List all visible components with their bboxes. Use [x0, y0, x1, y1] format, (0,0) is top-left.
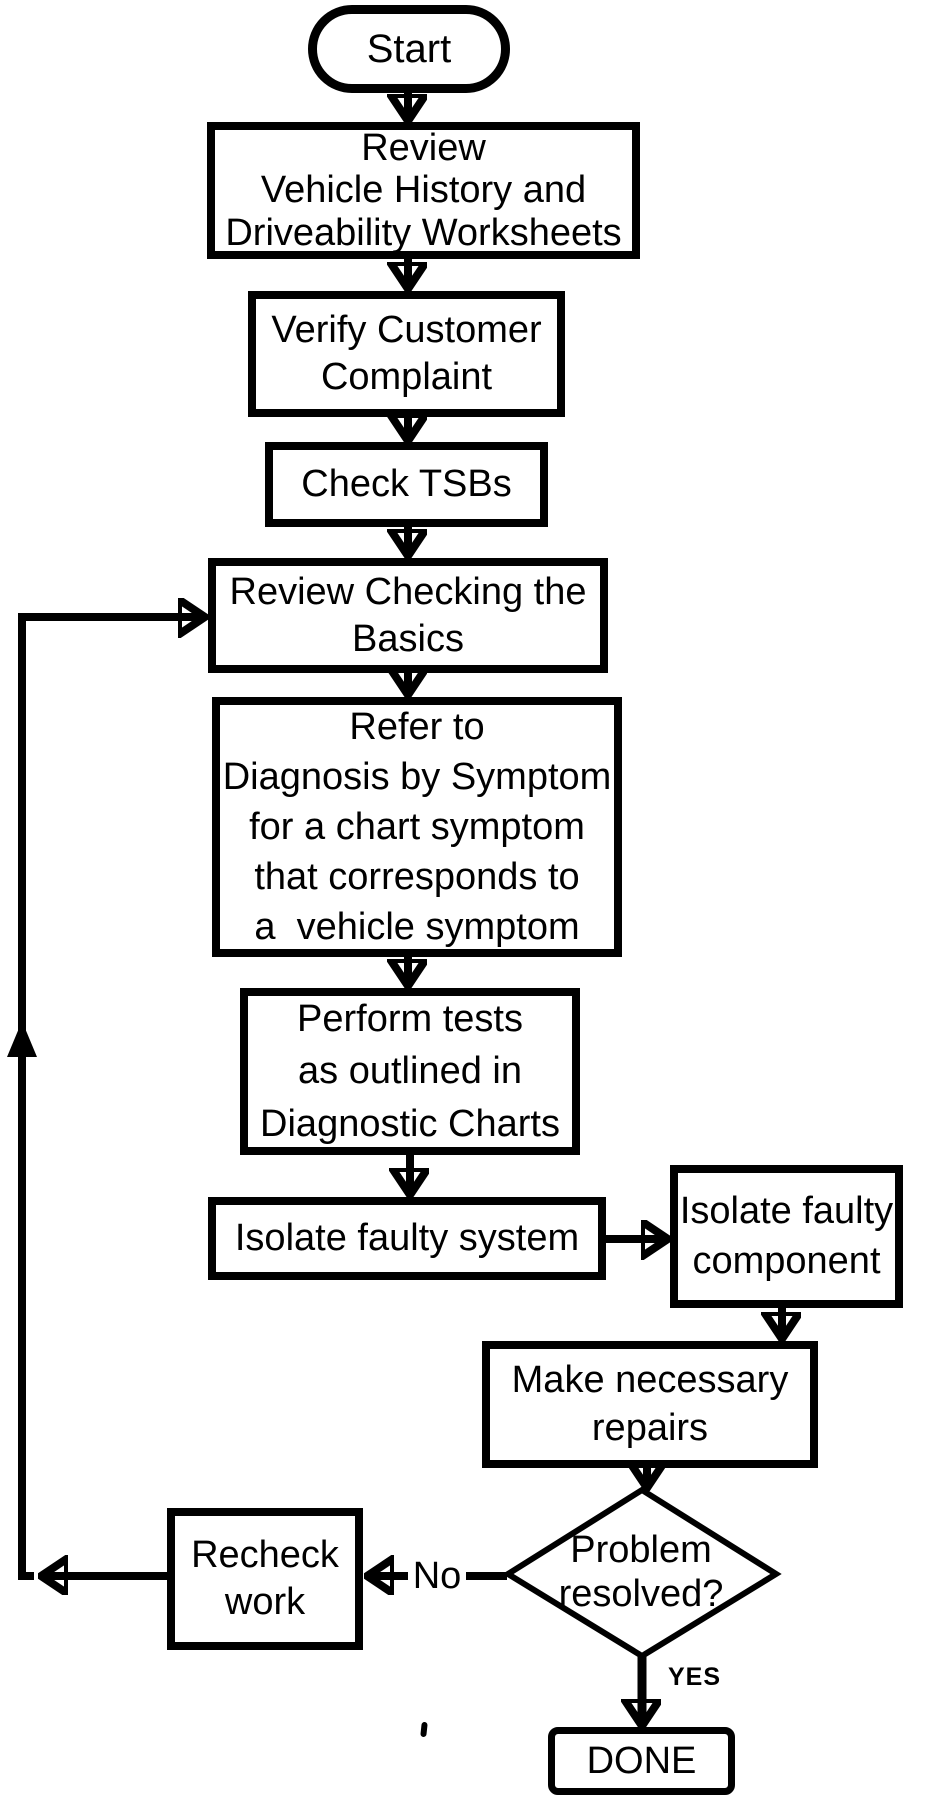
node-refer-diagnosis-by-symptom: Refer to Diagnosis by Symptom for a char…	[212, 697, 622, 957]
node-review-checking-basics-label: Review Checking the Basics	[229, 571, 587, 660]
node-problem-resolved-label: Problem resolved?	[558, 1529, 724, 1615]
feedback-loop-line	[18, 617, 198, 1580]
edge-label-no: No	[408, 1552, 466, 1600]
node-isolate-faulty-component-label: Isolate faulty component	[679, 1190, 894, 1282]
node-verify-customer-complaint-label: Verify Customer Complaint	[271, 308, 542, 399]
edge-label-yes: YES	[668, 1663, 722, 1691]
node-perform-tests: Perform tests as outlined in Diagnostic …	[240, 988, 580, 1155]
node-check-tsbs-label: Check TSBs	[301, 463, 512, 506]
node-make-necessary-repairs-label: Make necessary repairs	[511, 1359, 789, 1449]
node-review-vehicle-history-label: Review Vehicle History and Driveability …	[225, 126, 622, 254]
node-review-vehicle-history: Review Vehicle History and Driveability …	[207, 122, 640, 259]
node-start: Start	[308, 5, 510, 93]
node-verify-customer-complaint: Verify Customer Complaint	[248, 291, 565, 417]
feedback-line-up-arrowhead	[7, 1021, 37, 1057]
node-start-label: Start	[366, 26, 452, 71]
node-done: DONE	[548, 1727, 735, 1795]
node-isolate-faulty-system-label: Isolate faulty system	[234, 1217, 580, 1260]
node-done-label: DONE	[586, 1739, 697, 1782]
node-perform-tests-label: Perform tests as outlined in Diagnostic …	[260, 997, 560, 1145]
node-problem-resolved-decision: Problem resolved?	[506, 1492, 776, 1654]
decision-diamond-shape	[502, 1486, 782, 1660]
node-refer-diagnosis-by-symptom-label: Refer to Diagnosis by Symptom for a char…	[222, 705, 612, 949]
node-review-checking-basics: Review Checking the Basics	[208, 558, 608, 673]
node-make-necessary-repairs: Make necessary repairs	[482, 1341, 818, 1468]
node-check-tsbs: Check TSBs	[265, 442, 548, 527]
node-isolate-faulty-component: Isolate faulty component	[670, 1165, 903, 1308]
node-recheck-work-label: Recheck work	[191, 1533, 339, 1624]
node-isolate-faulty-system: Isolate faulty system	[208, 1197, 606, 1280]
node-recheck-work: Recheck work	[167, 1508, 363, 1650]
